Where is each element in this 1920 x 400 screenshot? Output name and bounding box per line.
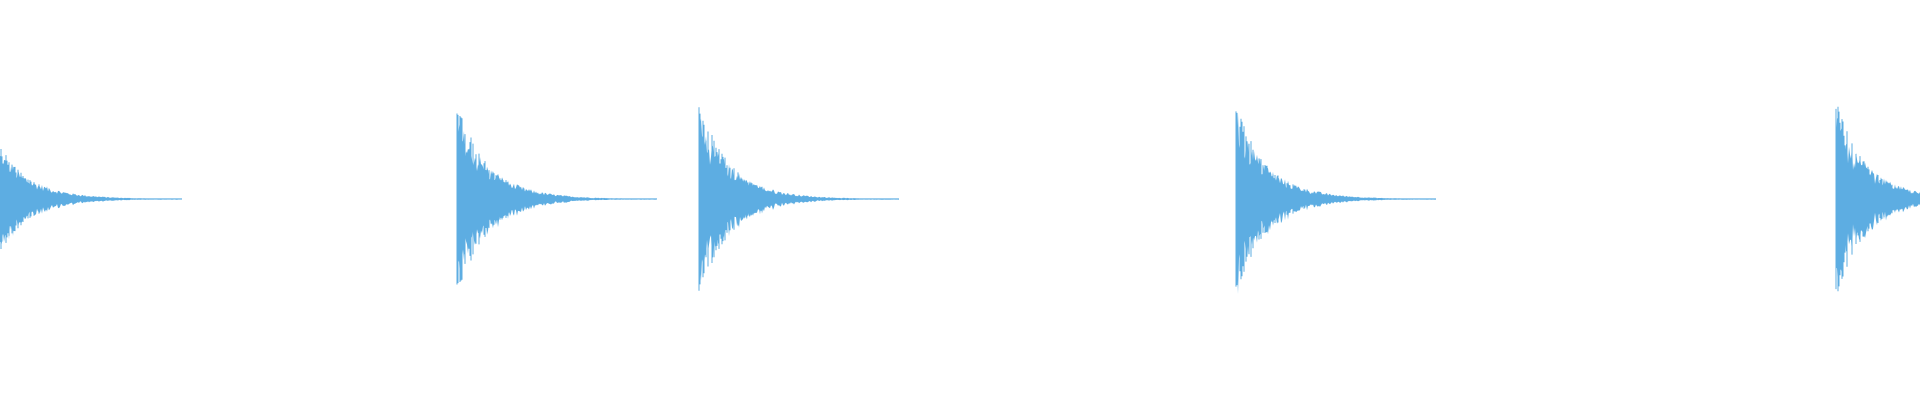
- waveform-tail: [1378, 198, 1381, 200]
- waveform-tail: [148, 198, 151, 200]
- waveform-tail: [557, 198, 560, 200]
- waveform-tail: [1366, 198, 1369, 200]
- waveform-tail: [563, 198, 566, 200]
- waveform-tail: [817, 198, 820, 200]
- waveform-body: [1236, 113, 1436, 294]
- waveform-tail: [106, 198, 109, 200]
- waveform-tail: [593, 198, 596, 200]
- waveform-tail: [895, 198, 898, 200]
- waveform-tail: [799, 198, 802, 200]
- waveform-body: [699, 118, 899, 281]
- waveform-tail: [823, 198, 826, 200]
- waveform-clip-1: [0, 149, 182, 249]
- waveform-tail: [1408, 198, 1411, 200]
- waveform-tail: [1414, 198, 1417, 200]
- waveform-tail: [653, 198, 656, 200]
- waveform-body: [457, 119, 657, 277]
- waveform-tail: [1342, 198, 1345, 200]
- waveform-tail: [835, 198, 838, 200]
- waveform-tail: [1432, 198, 1435, 200]
- waveform-tail: [889, 198, 892, 200]
- waveform-tail: [617, 198, 620, 200]
- waveform-tail: [647, 198, 650, 200]
- waveform-tail: [629, 198, 632, 200]
- waveform-tail: [581, 198, 584, 200]
- waveform-tail: [1360, 198, 1363, 200]
- waveform-tail: [82, 198, 85, 200]
- waveform-tail: [1402, 198, 1405, 200]
- waveform-tail: [136, 198, 139, 200]
- waveform-tail: [865, 198, 868, 200]
- waveform-tail: [1372, 198, 1375, 200]
- waveform-tail: [1396, 198, 1399, 200]
- waveform-tail: [1426, 198, 1429, 200]
- waveform-tail: [1336, 198, 1339, 200]
- waveform-tail: [112, 198, 115, 200]
- waveform-tail: [623, 198, 626, 200]
- waveform-tail: [853, 198, 856, 200]
- waveform-tail: [154, 198, 157, 200]
- waveform-tail: [575, 198, 578, 200]
- waveform-clip-3: [698, 107, 899, 291]
- waveform-tail: [805, 198, 808, 200]
- waveform-tail: [587, 198, 590, 200]
- waveform-tail: [635, 198, 638, 200]
- waveform-tail: [100, 198, 103, 200]
- waveform-tail: [611, 198, 614, 200]
- waveform-tail: [841, 198, 844, 200]
- waveform-tail: [166, 198, 169, 200]
- waveform-tail: [641, 198, 644, 200]
- waveform-tail: [847, 198, 850, 200]
- waveform-tail: [118, 198, 121, 200]
- waveform-tail: [859, 198, 862, 200]
- waveform-tail: [94, 198, 97, 200]
- waveform-tail: [160, 198, 163, 200]
- waveform-tail: [605, 198, 608, 200]
- waveform-tail: [172, 198, 175, 200]
- waveform-clip-2: [456, 113, 657, 285]
- waveform-tail: [178, 198, 181, 200]
- waveform-tail: [871, 198, 874, 200]
- waveform-tail: [829, 198, 832, 200]
- waveform-tail: [1420, 198, 1423, 200]
- waveform-tail: [877, 198, 880, 200]
- waveform-tail: [88, 198, 91, 200]
- waveform-tail: [124, 198, 127, 200]
- waveform-tail: [599, 198, 602, 200]
- waveform-tail: [1348, 198, 1351, 200]
- waveform-tail: [1390, 198, 1393, 200]
- waveform-tail: [1384, 198, 1387, 200]
- waveform-tail: [1354, 198, 1357, 200]
- waveform-clip-4: [1235, 111, 1436, 294]
- waveform-tail: [883, 198, 886, 200]
- waveform-tail: [569, 198, 572, 200]
- waveform-tail: [142, 198, 145, 200]
- waveform-tail: [130, 198, 133, 200]
- waveform-body: [0, 156, 182, 247]
- waveform-clip-5: [1835, 106, 1920, 292]
- waveform-tail: [811, 198, 814, 200]
